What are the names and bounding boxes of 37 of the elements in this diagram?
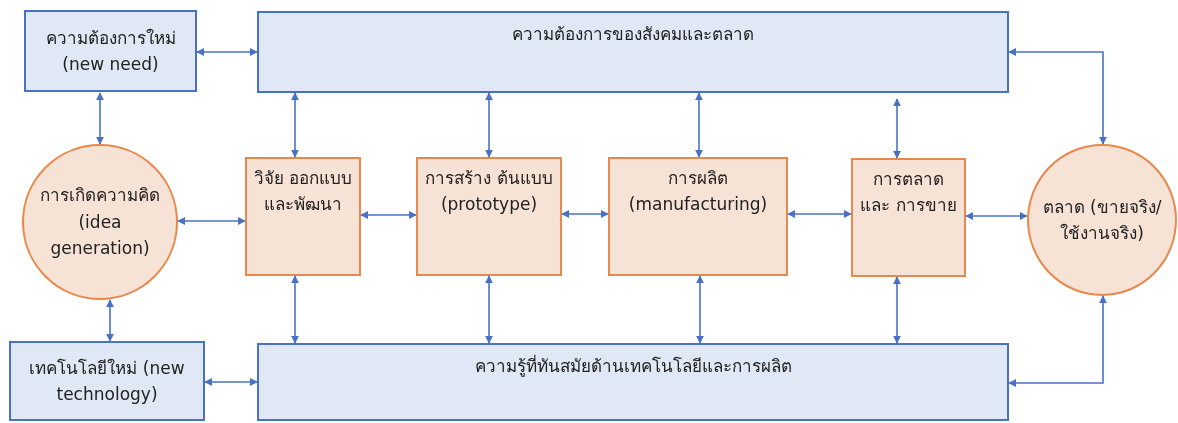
process-box — [245, 157, 361, 276]
double-arrow — [204, 378, 258, 386]
double-arrow — [893, 98, 901, 159]
process-box — [851, 158, 966, 277]
process-box — [416, 157, 562, 276]
node-label: เทคโนโลยีใหม่ (new technology) — [28, 356, 186, 406]
double-arrow — [177, 217, 246, 225]
node-label: ความรู้ที่ทันสมัยด้านเทคโนโลยีและการผลิต — [473, 353, 793, 379]
double-arrow — [291, 275, 299, 344]
process-box — [257, 11, 1009, 93]
node-label: ความต้องการของสังคมและตลาด — [511, 23, 755, 46]
double-arrow — [787, 210, 852, 218]
double-arrow — [360, 211, 417, 219]
double-arrow — [696, 275, 704, 344]
double-arrow — [485, 92, 493, 158]
process-box — [24, 10, 197, 92]
double-arrow — [291, 92, 299, 158]
double-arrow — [196, 48, 258, 56]
double-arrow — [1008, 295, 1107, 387]
double-arrow — [1008, 48, 1107, 145]
double-arrow — [965, 212, 1028, 220]
node-label: ตลาด (ขายจริง/ ใช้งานจริง) — [1041, 195, 1163, 245]
double-arrow — [96, 92, 104, 145]
double-arrow — [893, 276, 901, 344]
node-label: การสร้าง ต้นแบบ (prototype) — [424, 167, 554, 217]
double-arrow — [106, 299, 114, 342]
node-label: การตลาด และ การขาย — [859, 168, 958, 218]
double-arrow — [485, 275, 493, 344]
node-label: การเกิดความคิด (idea generation) — [39, 184, 161, 261]
node-label: วิจัย ออกแบบ และพัฒนา — [252, 167, 354, 217]
double-arrow — [561, 210, 609, 218]
process-box — [257, 343, 1009, 421]
process-box — [608, 157, 788, 276]
node-label: การผลิต (manufacturing) — [627, 167, 769, 217]
double-arrow — [695, 92, 703, 158]
node-label: ความต้องการใหม่ (new need) — [44, 26, 177, 76]
process-box — [9, 341, 205, 421]
